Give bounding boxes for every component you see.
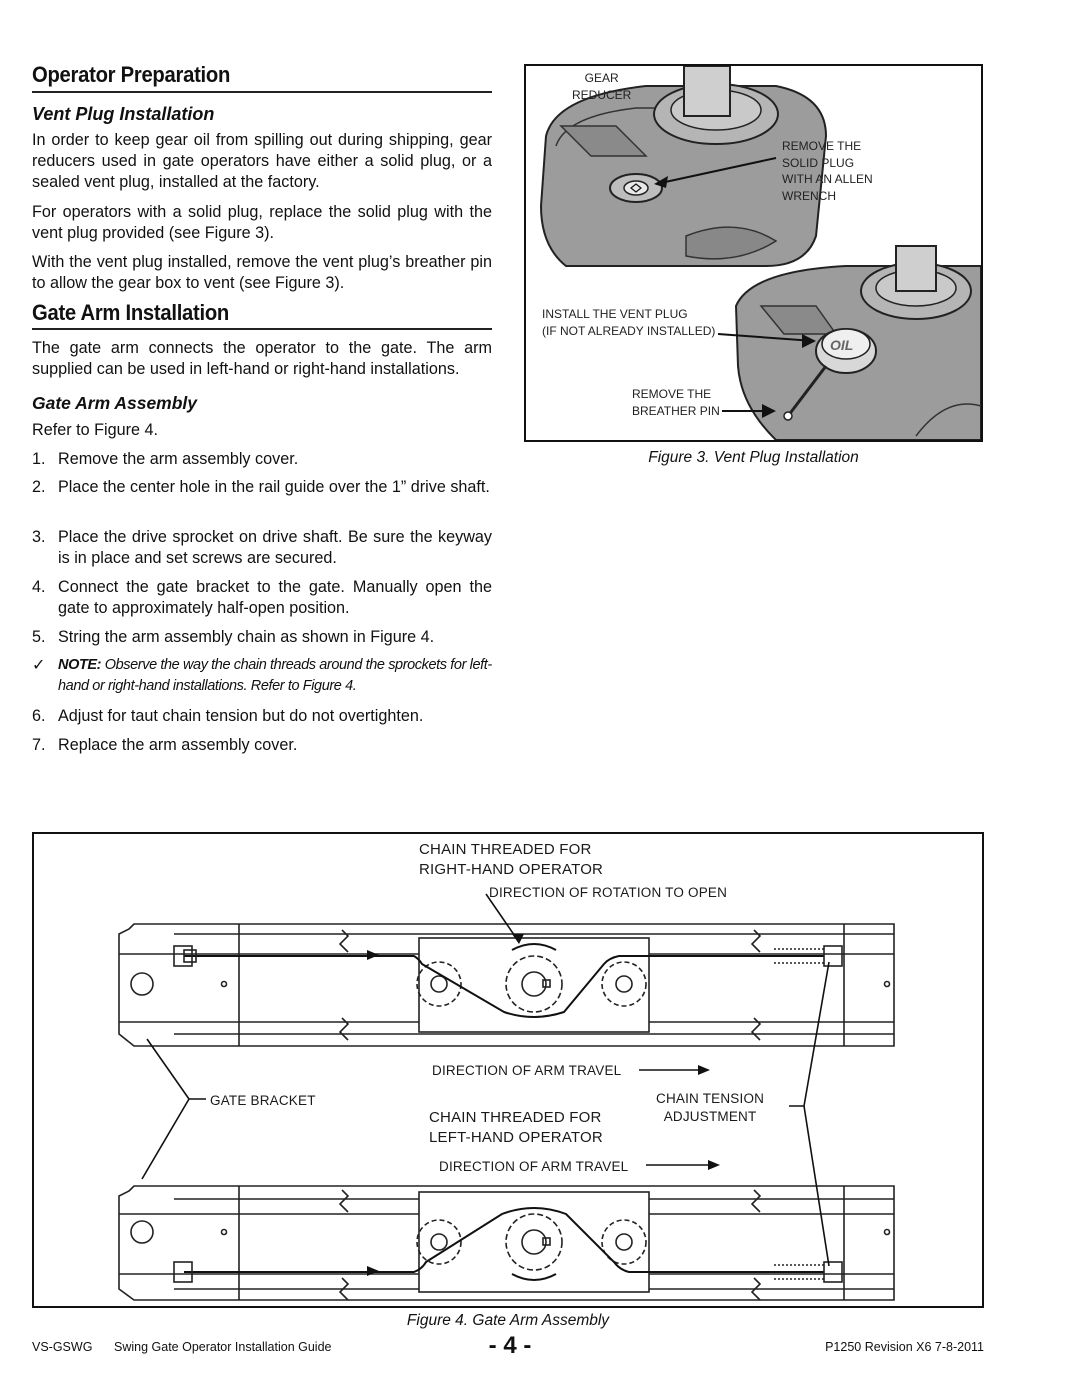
step-number: 6. (32, 707, 46, 725)
section-title-gate-arm-installation: Gate Arm Installation (32, 300, 230, 325)
callout-gear-reducer: GEAR REDUCER (572, 70, 631, 104)
label-line: RIGHT-HAND OPERATOR (419, 861, 604, 878)
list-item: 3. Place the drive sprocket on drive sha… (32, 527, 492, 569)
heading-vent-plug-installation: Vent Plug Installation (32, 104, 215, 124)
vent-paragraph-3: With the vent plug installed, remove the… (32, 253, 492, 292)
label-line: LEFT-HAND OPERATOR (429, 1129, 603, 1146)
section-rule (32, 91, 492, 93)
label-arm-travel-bottom: DIRECTION OF ARM TRAVEL (439, 1159, 629, 1174)
list-item: 1. Remove the arm assembly cover. (32, 449, 492, 470)
note-label: NOTE: (58, 657, 102, 673)
step-number: 3. (32, 528, 46, 546)
step-number: 1. (32, 450, 46, 468)
step-text: Place the drive sprocket on drive shaft.… (58, 528, 492, 567)
step-number: 7. (32, 736, 46, 754)
step-number: 4. (32, 578, 46, 596)
label-rotation: DIRECTION OF ROTATION TO OPEN (489, 885, 728, 900)
figure-3-frame: OIL GEAR REDUCER REMOVE THE SOLID PLUG W… (524, 64, 983, 442)
step-text: Place the center hole in the rail guide … (58, 478, 490, 496)
label-line: CHAIN TENSION (656, 1091, 765, 1106)
gear-reducer-illustration: OIL (539, 66, 981, 440)
label-line: CHAIN THREADED FOR (419, 841, 592, 858)
label-gate-bracket: GATE BRACKET (210, 1093, 316, 1108)
callout-line: INSTALL THE VENT PLUG (542, 307, 688, 321)
callout-line: REDUCER (572, 88, 632, 102)
label-right-hand: CHAIN THREADED FOR RIGHT-HAND OPERATOR (419, 840, 603, 880)
label-left-hand: CHAIN THREADED FOR LEFT-HAND OPERATOR (429, 1108, 603, 1148)
vent-paragraph-2: For operators with a solid plug, replace… (32, 203, 492, 242)
check-icon: ✓ (32, 657, 46, 674)
list-item: 7. Replace the arm assembly cover. (32, 735, 492, 756)
callout-install-vent-plug: INSTALL THE VENT PLUG (IF NOT ALREADY IN… (542, 306, 715, 339)
oil-label: OIL (830, 337, 853, 353)
refer-figure-4: Refer to Figure 4. (32, 421, 158, 439)
figure-3-caption: Figure 3. Vent Plug Installation (648, 449, 859, 466)
callout-remove-solid-plug: REMOVE THE SOLID PLUG WITH AN ALLEN WREN… (782, 138, 873, 204)
footer-revision: P1250 Revision X6 7-8-2011 (825, 1340, 984, 1354)
page-number: - 4 - (488, 1332, 532, 1359)
gate-arm-assembly-diagram (118, 893, 895, 1301)
callout-line: (IF NOT ALREADY INSTALLED) (542, 323, 716, 338)
footer-doc-title: Swing Gate Operator Installation Guide (114, 1340, 332, 1354)
section-title-operator-preparation: Operator Preparation (32, 62, 231, 87)
list-item: 2. Place the center hole in the rail gui… (32, 477, 492, 519)
callout-line: REMOVE THE (632, 387, 712, 401)
label-line: CHAIN THREADED FOR (429, 1109, 602, 1126)
list-item: 4. Connect the gate bracket to the gate.… (32, 577, 492, 619)
figure-4-caption: Figure 4. Gate Arm Assembly (406, 1312, 610, 1329)
step-text: Remove the arm assembly cover. (58, 450, 299, 468)
footer-doc-code: VS-GSWG (32, 1340, 93, 1354)
label-chain-tension: CHAIN TENSION ADJUSTMENT (656, 1090, 764, 1126)
heading-gate-arm-assembly: Gate Arm Assembly (32, 393, 198, 413)
step-text: Adjust for taut chain tension but do not… (58, 707, 424, 725)
vent-paragraph-1: In order to keep gear oil from spilling … (32, 131, 492, 191)
label-arm-travel-top: DIRECTION OF ARM TRAVEL (432, 1063, 622, 1078)
figure-4-frame: CHAIN THREADED FOR RIGHT-HAND OPERATOR D… (32, 832, 984, 1308)
step-text: Connect the gate bracket to the gate. Ma… (58, 578, 492, 617)
callout-line: SOLID PLUG (782, 155, 855, 170)
callout-line: WRENCH (782, 188, 836, 203)
step-text: String the arm assembly chain as shown i… (58, 628, 435, 646)
gate-arm-paragraph: The gate arm connects the operator to th… (32, 339, 492, 378)
callout-line: REMOVE THE (782, 139, 862, 153)
step-number: 2. (32, 478, 46, 496)
section-rule (32, 328, 492, 330)
label-line: ADJUSTMENT (663, 1109, 757, 1124)
list-item: 5. String the arm assembly chain as show… (32, 627, 492, 648)
step-text: Replace the arm assembly cover. (58, 736, 298, 754)
callout-line: GEAR (584, 71, 619, 85)
callout-line: BREATHER PIN (632, 403, 720, 418)
note-text: Observe the way the chain threads around… (58, 657, 492, 694)
list-item: 6. Adjust for taut chain tension but do … (32, 706, 492, 727)
callout-line: WITH AN ALLEN (782, 172, 873, 186)
callout-breather-pin: REMOVE THE BREATHER PIN (632, 386, 720, 419)
step-number: 5. (32, 628, 46, 646)
